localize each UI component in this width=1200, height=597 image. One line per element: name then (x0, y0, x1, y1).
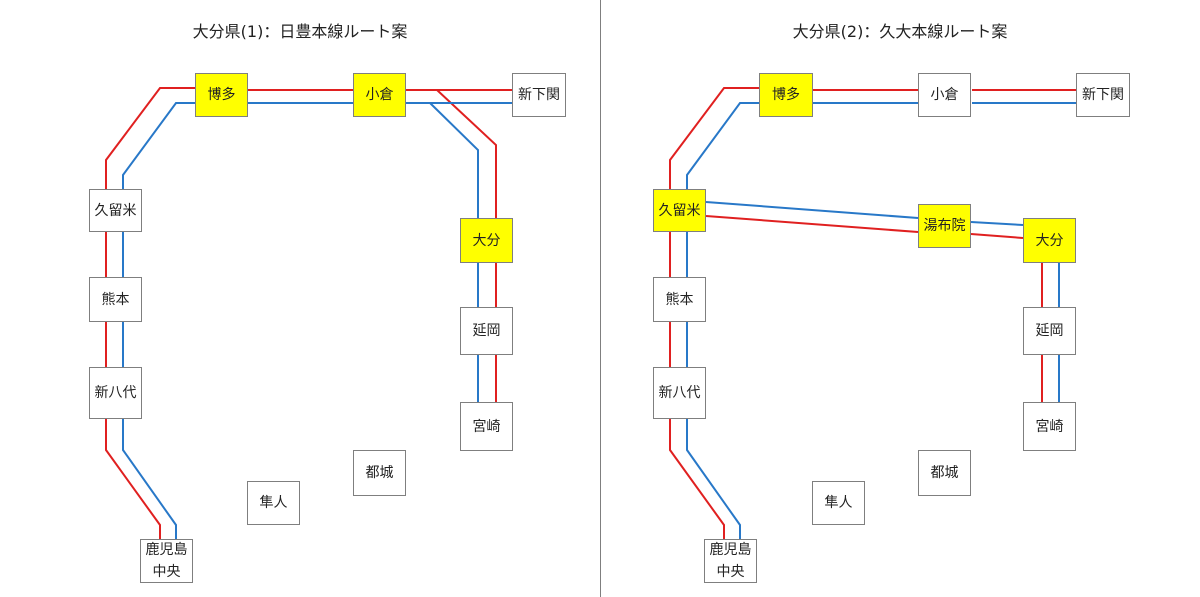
station-kagoshimachuo: 鹿児島 中央 (140, 539, 193, 583)
station-oita: 大分 (1023, 218, 1076, 263)
station-nobeoka: 延岡 (1023, 307, 1076, 355)
station-yufuin: 湯布院 (918, 204, 971, 248)
station-miyazaki: 宮崎 (1023, 402, 1076, 451)
route-diagram-oita-2: 大分県(2)：久大本線ルート案 博多 小倉 新下関 久留米 湯布院 大分 熊本 … (600, 0, 1200, 597)
station-nobeoka: 延岡 (460, 307, 513, 355)
station-kumamoto: 熊本 (89, 277, 142, 322)
red-line-kurume-yufuin-oita (705, 215, 1024, 239)
station-shinshimonoseki: 新下関 (512, 73, 566, 117)
station-miyazaki: 宮崎 (460, 402, 513, 451)
rail-lines (669, 87, 1076, 540)
station-hakata: 博多 (759, 73, 813, 117)
station-miyakonojo: 都城 (918, 450, 971, 496)
red-line-kyushu (105, 87, 195, 540)
blue-line-kurume-yufuin-oita (705, 201, 1024, 226)
station-shinshimonoseki: 新下関 (1076, 73, 1130, 117)
rail-lines (105, 87, 512, 540)
panel-divider (600, 0, 601, 597)
station-shinyatsushiro: 新八代 (89, 367, 142, 419)
station-kurume: 久留米 (653, 189, 706, 232)
station-hayato: 隼人 (247, 481, 300, 525)
route-diagram-oita-1: 大分県(1)：日豊本線ルート案 博多 小倉 新下関 久留米 熊本 新八代 鹿児島… (89, 22, 566, 583)
station-kumamoto: 熊本 (653, 277, 706, 322)
station-oita: 大分 (460, 218, 513, 263)
diagram-title: 大分県(1)：日豊本線ルート案 (192, 22, 408, 41)
diagram-title: 大分県(2)：久大本線ルート案 (792, 22, 1008, 41)
blue-line-kokura-oita (429, 102, 479, 218)
station-hayato: 隼人 (812, 481, 865, 525)
station-kokura: 小倉 (353, 73, 406, 117)
blue-line-kyushu (122, 102, 195, 540)
red-line-kokura-oita (436, 89, 497, 218)
station-hakata: 博多 (195, 73, 248, 117)
station-kokura: 小倉 (918, 73, 971, 117)
station-kurume: 久留米 (89, 189, 142, 232)
station-shinyatsushiro: 新八代 (653, 367, 706, 419)
station-kagoshimachuo: 鹿児島 中央 (704, 539, 757, 583)
blue-line-kyushu (686, 102, 760, 540)
station-miyakonojo: 都城 (353, 450, 406, 496)
red-line-kyushu (669, 87, 760, 540)
